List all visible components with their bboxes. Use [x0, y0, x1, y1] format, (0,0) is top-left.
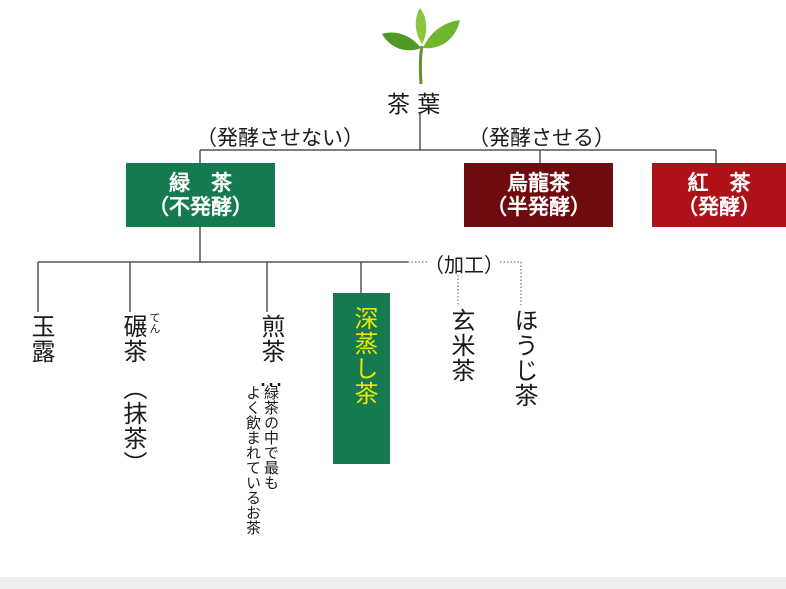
branch-label-fermented: （発酵させる） [468, 126, 615, 150]
root-label: 茶 葉 [387, 92, 441, 118]
tea-sencha: 煎茶… [257, 314, 285, 393]
category-green-tea-note: （不発酵） [148, 195, 253, 219]
tea-houjicha: ほうじ茶 [510, 308, 538, 408]
footer-bar [0, 577, 786, 589]
tea-genmaicha: 玄米茶 [447, 308, 475, 383]
tea-sencha-note-line1: 緑茶の中で最も [262, 385, 280, 490]
branch-label-unfermented: （発酵させない） [196, 126, 364, 150]
tea-tencha-ruby: てん [148, 312, 161, 334]
category-oolong-tea: 烏龍茶 （半発酵） [464, 163, 613, 227]
category-black-tea: 紅 茶 （発酵） [652, 163, 786, 227]
tea-fukamushi: 深蒸し茶 [350, 306, 378, 406]
tea-tencha: 碾茶 [119, 314, 147, 364]
category-black-tea-note: （発酵） [677, 195, 761, 219]
tea-gyokuro: 玉露 [27, 314, 55, 364]
category-black-tea-name: 紅 茶 [687, 171, 751, 195]
tea-leaf-icon [382, 8, 460, 85]
category-oolong-tea-note: （半発酵） [486, 195, 591, 219]
category-oolong-tea-name: 烏龍茶 [507, 171, 570, 195]
tea-sencha-note-line2: よく飲まれているお茶 [244, 385, 262, 535]
category-green-tea-name: 緑 茶 [169, 171, 232, 195]
processing-label: （加工） [424, 253, 504, 277]
category-green-tea: 緑 茶 （不発酵） [126, 163, 275, 227]
fukamushi-highlight-box [333, 293, 390, 464]
tea-matcha: （抹茶） [119, 376, 147, 476]
